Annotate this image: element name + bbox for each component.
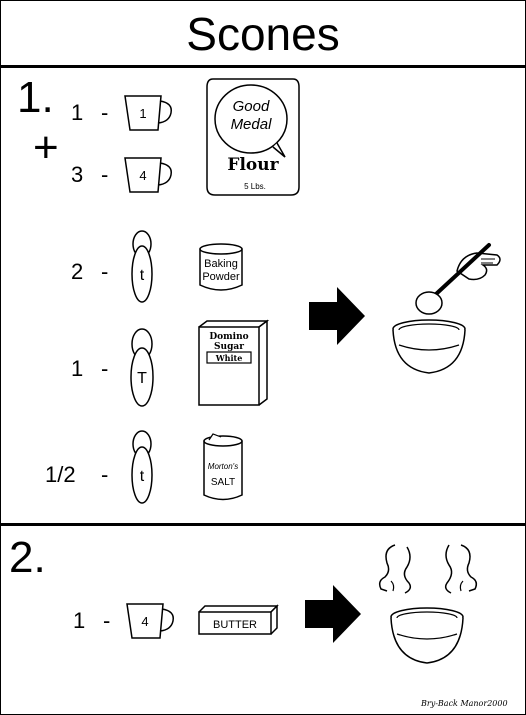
step-1-number: 1. (17, 73, 54, 122)
teaspoon-icon: t (131, 230, 153, 303)
measuring-cup-icon: 1 (124, 95, 173, 131)
step-2-number: 2. (9, 533, 46, 582)
row-quantity: 1 (71, 356, 84, 381)
cup-measure-label: 4 (141, 614, 148, 629)
row-quantity: 1/2 (45, 462, 76, 487)
salt-line1: Morton's (208, 462, 238, 471)
spoon-measure-label: t (140, 267, 145, 284)
salt-container-icon: Morton's SALT (203, 433, 243, 501)
row-dash: - (101, 259, 109, 284)
pastry-cutting-hands-icon (378, 544, 478, 664)
baking-powder-line1: Baking (204, 258, 238, 270)
row-dash: - (101, 356, 109, 381)
arrow-right-icon (305, 585, 361, 643)
flour-bag-line2: Medal (231, 116, 273, 133)
sugar-box-line1: Domino (209, 332, 248, 342)
row-quantity: 2 (71, 259, 84, 284)
row-dash: - (101, 162, 109, 187)
mixing-bowl-with-spoon-icon (392, 243, 501, 374)
flour-bag-weight: 5 Lbs. (244, 182, 266, 191)
row-dash: - (103, 608, 111, 633)
cup-measure-label: 4 (139, 168, 146, 183)
measuring-cup-icon: 4 (124, 157, 173, 193)
baking-powder-can-icon: Baking Powder (199, 243, 243, 291)
plus-sign: + (33, 123, 59, 172)
tablespoon-icon: T (130, 328, 154, 407)
teaspoon-icon: t (131, 430, 153, 504)
butter-label: BUTTER (213, 619, 257, 631)
row-quantity: 3 (71, 162, 84, 187)
row-dash: - (101, 100, 109, 125)
butter-stick-icon: BUTTER (198, 604, 279, 635)
flour-bag-line1: Good (233, 98, 270, 115)
step-divider (1, 523, 525, 526)
sugar-box-label: White (215, 353, 243, 363)
salt-line2: SALT (211, 477, 235, 488)
row-quantity: 1 (73, 608, 86, 633)
measuring-cup-icon: 4 (126, 603, 175, 639)
flour-bag-icon: Good Medal Flour 5 Lbs. (206, 78, 300, 196)
flour-bag-brand: Flour (227, 155, 279, 175)
row-dash: - (101, 462, 109, 487)
page-title: Scones (186, 8, 340, 60)
sugar-box-line2: Sugar (214, 342, 244, 352)
row-quantity: 1 (71, 100, 84, 125)
sugar-box-icon: Domino Sugar White (198, 319, 270, 406)
spoon-measure-label: T (137, 370, 147, 387)
arrow-right-icon (309, 287, 365, 345)
baking-powder-line2: Powder (202, 271, 240, 283)
credit-text: Bry-Back Manor2000 (421, 699, 508, 708)
title-divider (1, 65, 525, 68)
spoon-measure-label: t (140, 468, 145, 485)
cup-measure-label: 1 (139, 106, 146, 121)
